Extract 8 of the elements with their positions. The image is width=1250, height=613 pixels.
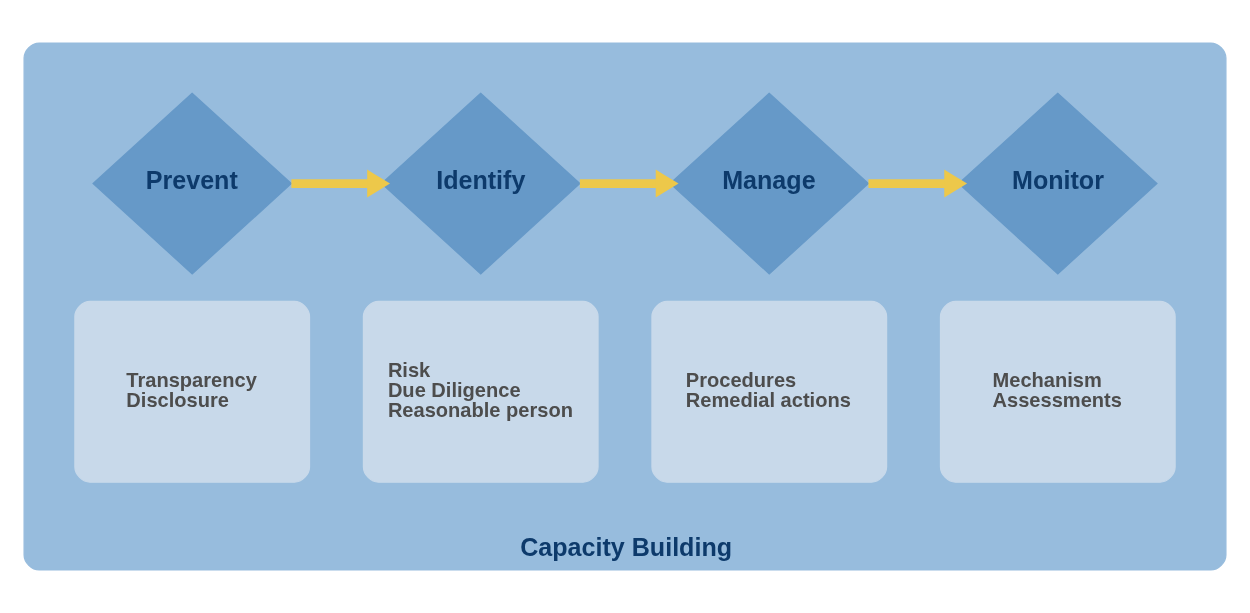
arrow — [291, 169, 390, 198]
node-diamond: Prevent — [92, 92, 293, 275]
node-box: Risk Due Diligence Reasonable person — [362, 300, 599, 483]
node-box: Procedures Remedial actions — [651, 300, 888, 483]
arrow — [868, 169, 968, 198]
node-box: Mechanism Assessments — [939, 300, 1176, 483]
node-box: Transparency Disclosure — [74, 300, 311, 483]
arrow — [579, 169, 679, 198]
